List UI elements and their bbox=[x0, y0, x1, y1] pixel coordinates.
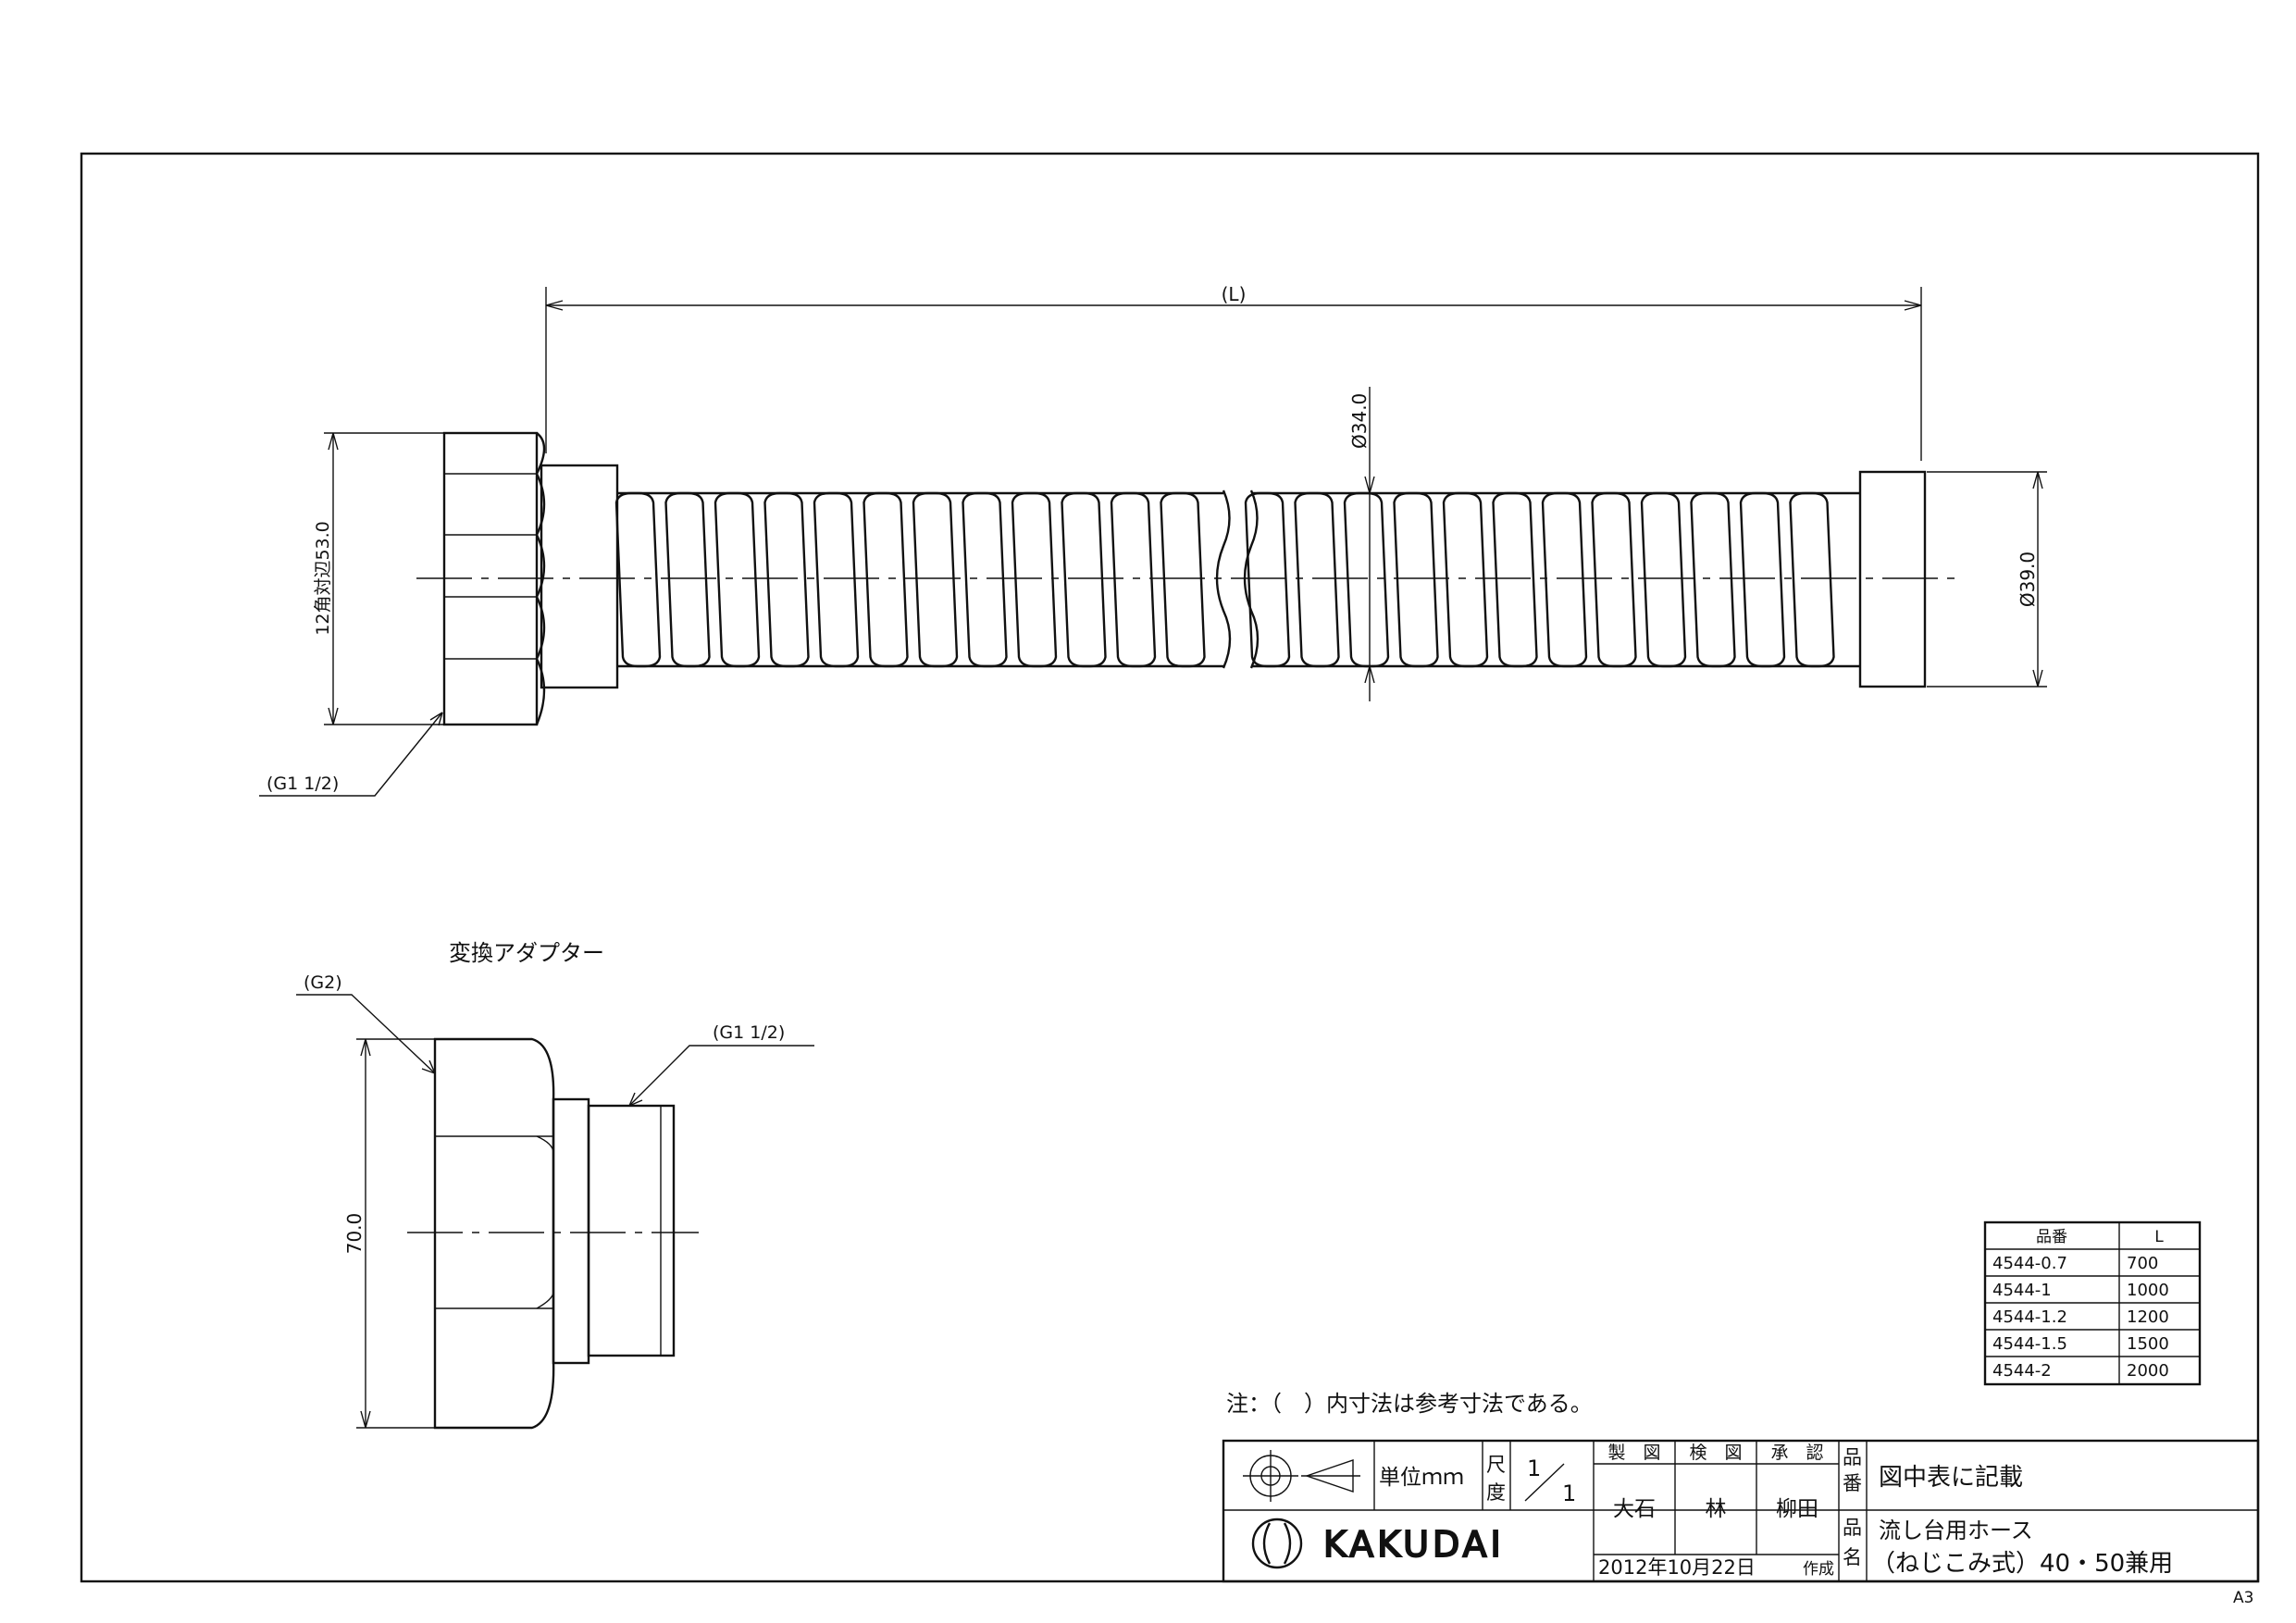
thread-callout-adapter-in: (G2) bbox=[304, 973, 342, 993]
brand-name: KAKUDAI bbox=[1323, 1524, 1505, 1565]
part-number-table: 品番 L 4544-0.7 700 4544-1 1000 4544-1.2 1… bbox=[1983, 1220, 2202, 1386]
break-line bbox=[1215, 489, 1232, 669]
adapter-view: 変換アダプター 70.0 (G2) (G1 1/2) bbox=[296, 940, 814, 1430]
product-name-line1: 流し台用ホース bbox=[1879, 1518, 2033, 1543]
scale-denominator: 1 bbox=[1562, 1481, 1576, 1506]
table-cell-length: 1200 bbox=[2127, 1307, 2169, 1327]
table-header-length: L bbox=[2154, 1228, 2164, 1246]
drawn-by: 大石 bbox=[1613, 1497, 1656, 1521]
hose-end-cap bbox=[1858, 470, 1927, 688]
approved-by: 柳田 bbox=[1776, 1497, 1818, 1521]
col-approved: 承 認 bbox=[1770, 1443, 1823, 1463]
table-cell-part: 4544-2 bbox=[1992, 1361, 2052, 1381]
col-checked: 検 図 bbox=[1689, 1443, 1742, 1463]
partno-value: 図中表に記載 bbox=[1879, 1464, 2023, 1492]
table-cell-part: 4544-0.7 bbox=[1992, 1254, 2067, 1273]
scale-label: 度 bbox=[1486, 1481, 1506, 1504]
hose-collar bbox=[540, 464, 619, 689]
scale-numerator: 1 bbox=[1527, 1456, 1541, 1481]
partno-label: 番 bbox=[1843, 1472, 1862, 1494]
dimension-note: 注：（ ）内寸法は参考寸法である。 bbox=[1226, 1391, 1593, 1417]
table-header-part: 品番 bbox=[2036, 1228, 2067, 1246]
table-cell-length: 1500 bbox=[2127, 1334, 2169, 1354]
thread-callout-adapter-out: (G1 1/2) bbox=[713, 1022, 785, 1043]
product-name-line2: （ねじこみ式）40・50兼用 bbox=[1871, 1550, 2173, 1578]
break-line bbox=[1243, 489, 1260, 669]
scale-label: 尺 bbox=[1486, 1454, 1506, 1476]
name-label: 名 bbox=[1843, 1546, 1862, 1568]
dim-inner-diameter: Ø34.0 bbox=[1348, 393, 1371, 449]
dim-end-diameter: Ø39.0 bbox=[2017, 551, 2039, 607]
unit-label: 単位ｍｍ bbox=[1379, 1466, 1464, 1490]
table-cell-length: 1000 bbox=[2127, 1281, 2169, 1300]
checked-by: 林 bbox=[1706, 1497, 1727, 1521]
drawing-date: 2012年10月22日 bbox=[1598, 1556, 1756, 1579]
name-label: 品 bbox=[1843, 1517, 1862, 1539]
hose-corrugations bbox=[614, 491, 1835, 668]
dim-length: (L) bbox=[1222, 283, 1247, 305]
table-cell-length: 700 bbox=[2127, 1254, 2158, 1273]
kakudai-logo-icon: KAKUDAI bbox=[1251, 1518, 1505, 1569]
table-cell-part: 4544-1.5 bbox=[1992, 1334, 2067, 1354]
table-cell-length: 2000 bbox=[2127, 1361, 2169, 1381]
col-drawn: 製 図 bbox=[1607, 1443, 1660, 1463]
dim-adapter-height: 70.0 bbox=[343, 1213, 366, 1255]
hose-view: (L) Ø34.0 Ø39.0 12角対辺53.0 (G1 1/2) bbox=[259, 283, 2047, 797]
third-angle-projection-icon bbox=[1243, 1450, 1360, 1502]
partno-label: 品 bbox=[1843, 1446, 1862, 1468]
hex-nut bbox=[442, 431, 546, 726]
drawing-created: 作成 bbox=[1803, 1560, 1834, 1579]
sheet-border bbox=[80, 152, 2260, 1583]
sheet-size: A3 bbox=[2233, 1589, 2253, 1607]
dim-nut-flats: 12角対辺53.0 bbox=[313, 521, 333, 635]
adapter-title: 変換アダプター bbox=[449, 940, 604, 966]
thread-callout-hose: (G1 1/2) bbox=[267, 774, 339, 794]
table-cell-part: 4544-1 bbox=[1992, 1281, 2052, 1300]
title-block: 単位ｍｍ 尺 度 1 1 製 図 検 図 承 認 大石 林 柳田 品 番 図中表… bbox=[1222, 1439, 2260, 1583]
table-cell-part: 4544-1.2 bbox=[1992, 1307, 2067, 1327]
